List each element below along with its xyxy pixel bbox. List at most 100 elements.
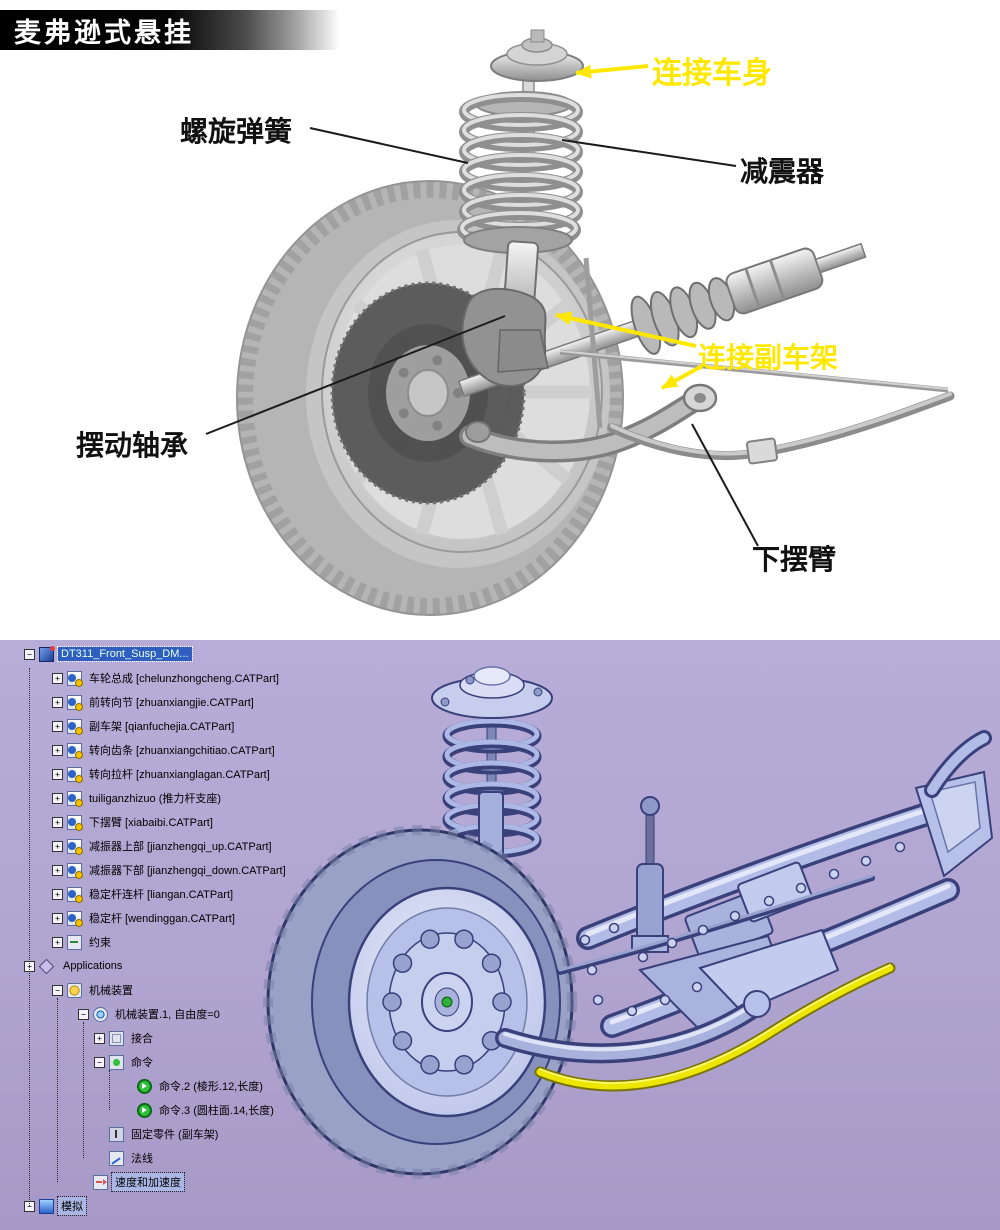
expand-icon[interactable]: +: [52, 672, 63, 684]
tree-item[interactable]: + 前转向节 [zhuanxiangjie.CATPart]: [8, 690, 338, 714]
label-swing-bearing: 摆动轴承: [76, 430, 189, 461]
joints-icon: [109, 1030, 124, 1046]
tree-item[interactable]: − 命令: [8, 1050, 338, 1074]
tree-item-label: 固定零件 (副车架): [131, 1129, 219, 1141]
expand-icon[interactable]: +: [52, 720, 63, 732]
collapse-icon[interactable]: −: [24, 648, 35, 660]
suspension-illustration: [205, 29, 955, 616]
tree-item-label: 稳定杆连杆 [liangan.CATPart]: [89, 889, 234, 901]
mechanisms-icon: [67, 982, 82, 998]
tree-item[interactable]: −Applications: [8, 954, 338, 978]
label-shock-absorber: 减震器: [740, 156, 825, 187]
expand-icon[interactable]: +: [52, 696, 63, 708]
tree-item-label: 法线: [131, 1153, 153, 1165]
tree-item-label: 模拟: [57, 1196, 87, 1216]
collapse-icon[interactable]: −: [94, 1056, 105, 1068]
callout-lines: [205, 127, 759, 547]
mechanism-icon: [93, 1006, 108, 1022]
cad-tie-rod: [557, 874, 875, 975]
catia-viewport: − DT311_Front_Susp_DM... +车轮总成 [chelunzhon…: [0, 640, 1000, 1230]
tree-item[interactable]: +tuiliganzhizuo (推力杆支座): [8, 786, 338, 810]
expand-icon[interactable]: +: [94, 1032, 105, 1044]
stabilizer-bar: [607, 391, 955, 465]
tree-item[interactable]: + 副车架 [qianfuchejia.CATPart]: [8, 714, 338, 738]
tree-item[interactable]: +减振器上部 [jianzhengqi_up.CATPart]: [8, 834, 338, 858]
tree-item[interactable]: −模拟: [8, 1194, 338, 1218]
steering-knuckle: [461, 287, 549, 387]
fasteners: [579, 841, 906, 1017]
collapse-icon[interactable]: −: [78, 1008, 89, 1020]
stabilizer-end-link: [583, 257, 603, 429]
tree-item[interactable]: 命令.2 (棱形.12,长度): [8, 1074, 338, 1098]
tree-item[interactable]: +车轮总成 [chelunzhongcheng.CATPart]: [8, 666, 338, 690]
tree-item[interactable]: + 约束: [8, 930, 338, 954]
tree-item-label: DT311_Front_Susp_DM...: [57, 646, 193, 662]
part-icon: [67, 718, 83, 735]
tree-item-label: 机械装置.1, 自由度=0: [115, 1009, 220, 1021]
laws-icon: [109, 1150, 124, 1166]
tree-item[interactable]: 速度和加速度: [8, 1170, 338, 1194]
tree-item-label: 命令.3 (圆柱面.14,长度): [159, 1105, 274, 1117]
cad-wheel: [263, 825, 577, 1179]
expand-icon[interactable]: +: [52, 768, 63, 780]
tree-item-label: 机械装置: [89, 985, 133, 997]
applications-icon: [38, 958, 55, 974]
spec-tree: − DT311_Front_Susp_DM... +车轮总成 [chelunzhon…: [8, 642, 338, 1218]
tree-item-label: 命令: [131, 1057, 153, 1069]
tree-item[interactable]: +转向齿条 [zhuanxiangchitiao.CATPart]: [8, 738, 338, 762]
expand-icon[interactable]: +: [52, 744, 63, 756]
part-icon: [67, 766, 83, 783]
command-icon: [137, 1078, 152, 1094]
tree-item-label: 下摆臂 [xiabaibi.CATPart]: [89, 817, 213, 829]
commands-icon: [109, 1054, 124, 1070]
tree-item[interactable]: − 机械装置: [8, 978, 338, 1002]
expand-icon[interactable]: +: [52, 936, 63, 948]
tree-item[interactable]: − 机械装置.1, 自由度=0: [8, 1002, 338, 1026]
suspension-diagram-panel: 麦弗逊式悬挂 连接车身 螺旋弹簧 减震器 连接副车架 摆动轴承 下摆臂: [0, 10, 955, 616]
expand-icon[interactable]: +: [52, 840, 63, 852]
tree-guide-line: [83, 1022, 84, 1158]
label-connect-body: 连接车身: [652, 57, 772, 90]
title-banner: 麦弗逊式悬挂: [0, 10, 340, 50]
part-icon: [67, 910, 83, 927]
tree-item[interactable]: + 减振器下部 [jianzhengqi_down.CATPart]: [8, 858, 338, 882]
part-icon: [67, 838, 83, 855]
lower-control-arm: [459, 383, 718, 463]
expand-icon[interactable]: +: [52, 816, 63, 828]
tree-item-label: 速度和加速度: [111, 1172, 185, 1192]
cad-3d-view[interactable]: [0, 640, 1000, 1230]
tree-item[interactable]: +稳定杆 [wendinggan.CATPart]: [8, 906, 338, 930]
expand-icon[interactable]: +: [52, 864, 63, 876]
tree-item[interactable]: + 稳定杆连杆 [liangan.CATPart]: [8, 882, 338, 906]
collapse-icon[interactable]: −: [52, 984, 63, 996]
tree-item-label: 副车架 [qianfuchejia.CATPart]: [89, 721, 235, 733]
tree-item-label: 命令.2 (棱形.12,长度): [159, 1081, 263, 1093]
tree-item[interactable]: 固定零件 (副车架): [8, 1122, 338, 1146]
expand-icon[interactable]: +: [52, 912, 63, 924]
part-icon: [67, 814, 83, 831]
tree-item[interactable]: − DT311_Front_Susp_DM...: [8, 642, 338, 666]
trailing-arm: [495, 990, 771, 1064]
root-product-icon: [39, 645, 55, 662]
label-lower-arm: 下摆臂: [752, 544, 837, 575]
expand-icon[interactable]: +: [52, 792, 63, 804]
label-connect-subframe: 连接副车架: [698, 342, 839, 373]
tree-item[interactable]: 命令.3 (圆柱面.14,长度): [8, 1098, 338, 1122]
label-coil-spring: 螺旋弹簧: [180, 116, 293, 147]
tree-item[interactable]: + 接合: [8, 1026, 338, 1050]
tree-guide-line: [57, 998, 58, 1182]
tree-item[interactable]: + 转向拉杆 [zhuanxianglagan.CATPart]: [8, 762, 338, 786]
tree-item-label: 减振器下部 [jianzhengqi_down.CATPart]: [89, 865, 286, 877]
tree-item-label: 前转向节 [zhuanxiangjie.CATPart]: [89, 697, 254, 709]
part-icon: [67, 670, 83, 687]
tree-guide-line: [109, 1070, 110, 1110]
rear-axle-assembly: [576, 730, 994, 1038]
tree-item-label: 约束: [89, 937, 111, 949]
expand-icon[interactable]: +: [52, 888, 63, 900]
tree-item[interactable]: + 下摆臂 [xiabaibi.CATPart]: [8, 810, 338, 834]
part-icon: [67, 790, 83, 807]
tree-item[interactable]: 法线: [8, 1146, 338, 1170]
tree-item-label: 转向拉杆 [zhuanxianglagan.CATPart]: [89, 769, 270, 781]
tree-item-label: 接合: [131, 1033, 153, 1045]
